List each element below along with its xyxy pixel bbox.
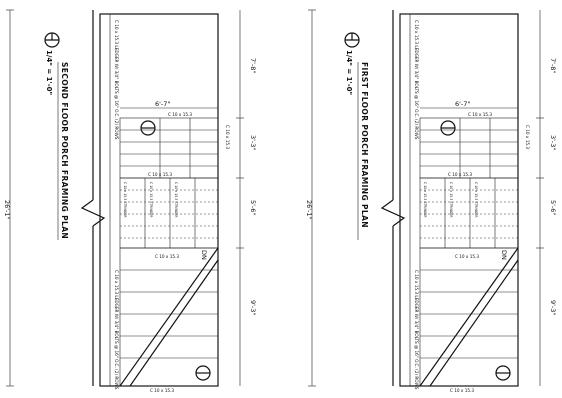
diagonal-brace (129, 259, 219, 387)
break-line (380, 199, 406, 227)
beam-label: C 10 x 15.3 (225, 125, 230, 149)
plan-title: FIRST FLOOR PORCH FRAMING PLAN (360, 62, 369, 228)
beam-label: C 10 x 15.3 (468, 112, 492, 117)
diagonal-brace (119, 247, 219, 387)
beam-label: C 10 x 15.3 (448, 172, 472, 177)
beam-label: C 10 x 15.3 (148, 172, 172, 177)
diagonal-brace (429, 259, 519, 387)
stair-framing (119, 177, 219, 249)
dim-5-6: 5'-6" (249, 200, 257, 215)
beam-label: C 10 x 15.3 (168, 112, 192, 117)
ledger-member (99, 13, 111, 387)
dim-7-8: 7'-8" (249, 58, 257, 73)
down-label: DN (500, 250, 508, 260)
stair-framing (419, 177, 519, 249)
beam-label: C 10 x 15.3 (455, 254, 479, 259)
plan-title: SECOND FLOOR PORCH FRAMING PLAN (60, 62, 69, 239)
landing-framing (119, 117, 219, 179)
plan-title-block: 1/4" = 1'-0" SECOND FLOOR PORCH FRAMING … (44, 32, 69, 240)
lower-bay (119, 247, 219, 387)
width-dimension: 6'-7" (155, 100, 170, 108)
ledger-note-bottom: C 10 x 15.3 LEDGER W/ 3/4" BOLTS @ 16" O… (114, 270, 119, 390)
down-label: DN (200, 250, 208, 260)
break-line (80, 199, 106, 227)
dim-7-8: 7'-8" (549, 58, 557, 73)
dim-9-3: 9'-3" (549, 300, 557, 315)
dim-3-3: 3'-3" (249, 135, 257, 150)
plan-scale: 1/4" = 1'-0" (345, 50, 353, 95)
beam-label: C 10 x 15.3 (450, 388, 474, 393)
dim-9-3: 9'-3" (249, 300, 257, 315)
ledger-note-bottom: C 10 x 15.3 LEDGER W/ 3/4" BOLTS @ 16" O… (414, 270, 419, 390)
section-marker-icon-lines (45, 33, 59, 41)
dim-3-3: 3'-3" (549, 135, 557, 150)
beam-label: C 10 x 15.3 (150, 388, 174, 393)
ledger-note-top: C 10 x 15.3 LEDGER W/ 3/4" BOLTS @ 16" O… (414, 20, 419, 140)
ledger-note-top: C 10 x 15.3 LEDGER W/ 3/4" BOLTS @ 16" O… (114, 20, 119, 140)
stringer-label: C 10 x 15.3 STRINGER (449, 182, 453, 218)
dim-5-6: 5'-6" (549, 200, 557, 215)
first-floor-plan: 26'-1" 1/4" = 1'-0" FIRST FLOOR PORCH FR… (305, 9, 557, 393)
stringer-label: C 10 x 15.3 STRINGER (149, 182, 153, 218)
ledger-member (399, 13, 411, 387)
second-floor-plan: 26'-1" 1/4" = 1'-0" SECOND FLOOR PORCH F… (3, 9, 257, 393)
plan-title-block: 1/4" = 1'-0" FIRST FLOOR PORCH FRAMING P… (344, 32, 369, 240)
landing-framing (419, 117, 519, 179)
stringer-label: C 10 x 15.3 STRINGER (474, 182, 478, 218)
overall-dimension: 26'-1" (3, 200, 11, 220)
overall-dimension: 26'-1" (305, 200, 313, 220)
stringer-label: C 10 x 15.3 STRINGER (174, 182, 178, 218)
width-dimension: 6'-7" (455, 100, 470, 108)
beam-label: C 10 x 15.3 (525, 125, 530, 149)
beam-label: C 10 x 15.3 (155, 254, 179, 259)
diagonal-brace (419, 247, 519, 387)
plan-scale: 1/4" = 1'-0" (45, 50, 53, 95)
stringer-label: C 10 x 15.3 STRINGER (123, 182, 127, 218)
lower-bay (419, 247, 519, 387)
stringer-label: C 10 x 15.3 STRINGER (423, 182, 427, 218)
section-marker-icon-lines (345, 33, 359, 41)
